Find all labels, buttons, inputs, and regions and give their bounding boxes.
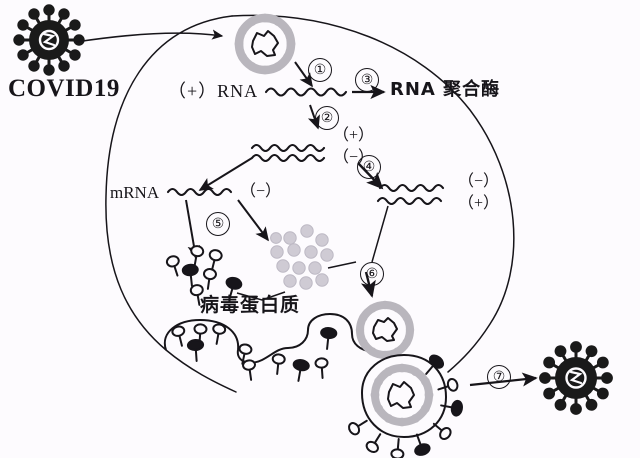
double-strand-rna (250, 143, 326, 163)
assembled-virion-capsid (355, 300, 415, 360)
mrna-minus-label: （−） (240, 183, 282, 200)
step-badge-3: ③ (355, 68, 379, 92)
membrane-spike-group (171, 323, 338, 382)
strand2-minus-label: （−） (458, 173, 500, 190)
step-badge-1: ① (308, 58, 332, 82)
protein-connector-left (236, 291, 286, 301)
plus-rna-strand (264, 87, 348, 97)
mrna-transcription-arrow (198, 157, 253, 191)
step-badge-6: ⑥ (360, 262, 384, 286)
entry-arrow (75, 29, 224, 43)
plus-rna-label: （+）RNA (168, 81, 259, 101)
host-cell-boundary (105, 14, 515, 393)
rna-polymerase-label: RNA 聚合酶 (390, 79, 501, 100)
spike-protein-group (165, 245, 243, 306)
entering-virion-capsid (234, 13, 296, 75)
budding-virion-at-membrane (348, 353, 463, 458)
strand-to-assembly-line (371, 205, 389, 263)
viral-protein-label: 病毒蛋白质 (200, 294, 301, 316)
cell-membrane-budding-segment (163, 313, 419, 367)
step1-arrow (294, 61, 313, 88)
mrna-label: mRNA (110, 183, 160, 202)
mrna-strand (166, 187, 233, 197)
new-rna-strands (376, 183, 445, 206)
step-badge-5: ⑤ (206, 212, 230, 236)
step5-arrow-right (237, 199, 269, 242)
protein-connector-right (327, 261, 357, 269)
step-badge-2: ② (315, 106, 339, 130)
free-virion-particle (13, 4, 85, 76)
covid19-label: COVID19 (8, 75, 120, 102)
viral-protein-dot-cluster (270, 224, 334, 290)
ds-plus-label: （+） (333, 127, 375, 144)
step-badge-4: ④ (357, 155, 381, 179)
step-badge-7: ⑦ (487, 365, 511, 389)
released-virion-particle (539, 341, 613, 415)
strand2-plus-label: （+） (458, 195, 500, 212)
